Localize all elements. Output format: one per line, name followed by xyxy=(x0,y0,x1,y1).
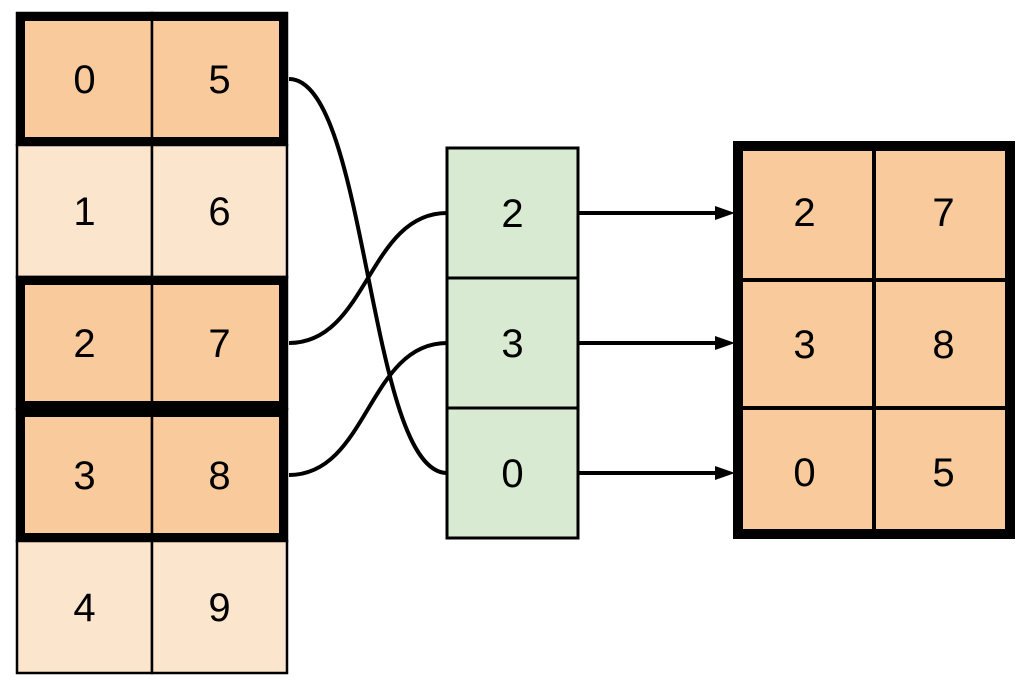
curve-row3-to-index3 xyxy=(288,341,448,477)
result-cell-r2c0 xyxy=(733,406,876,539)
result-cell-r2c1 xyxy=(872,406,1015,539)
arrow-index2-to-result-row2 xyxy=(578,466,735,480)
result-cell-r1c1 xyxy=(872,278,1015,410)
index-cell-2 xyxy=(445,406,580,540)
index-cell-value: 0 xyxy=(501,452,523,496)
source-cell-value: 4 xyxy=(73,586,95,630)
source-cell-value: 6 xyxy=(208,190,230,234)
result-cell-value: 8 xyxy=(932,323,954,367)
source-cell-r0c0 xyxy=(15,11,154,147)
source-row-0: 0 5 xyxy=(15,11,289,147)
index-cell-value: 3 xyxy=(501,322,523,366)
source-cell-value: 8 xyxy=(208,454,230,498)
arrowhead-icon xyxy=(715,336,735,350)
source-cell-value: 7 xyxy=(208,322,230,366)
index-to-result-arrows xyxy=(578,206,735,480)
source-table: 0 5 1 6 2 7 3 8 4 xyxy=(15,11,289,675)
source-row-0-highlight-border xyxy=(17,13,287,145)
source-cell-r4c1 xyxy=(150,539,289,675)
source-cell-value: 9 xyxy=(208,586,230,630)
result-cell-value: 7 xyxy=(932,191,954,235)
curve-row2-to-index2 xyxy=(288,211,448,345)
source-cell-r4c0 xyxy=(15,539,154,675)
result-cell-value: 3 xyxy=(793,323,815,367)
source-row-4: 4 9 xyxy=(15,539,289,675)
source-cell-r2c1 xyxy=(150,275,289,411)
result-cell-value: 5 xyxy=(932,451,954,495)
source-row-2: 2 7 xyxy=(15,275,289,411)
source-cell-value: 0 xyxy=(73,58,95,102)
index-table: 2 3 0 xyxy=(445,146,580,540)
index-cell-value: 2 xyxy=(501,192,523,236)
result-table: 2 7 3 8 0 5 xyxy=(733,141,1015,539)
source-cell-value: 5 xyxy=(208,58,230,102)
index-cell-0 xyxy=(445,146,580,280)
arrow-index1-to-result-row1 xyxy=(578,336,735,350)
result-table-border xyxy=(735,143,1013,537)
source-cell-value: 1 xyxy=(73,190,95,234)
source-row-3: 3 8 xyxy=(15,407,289,543)
arrowhead-icon xyxy=(715,466,735,480)
source-cell-r0c1 xyxy=(150,11,289,147)
result-cell-value: 0 xyxy=(793,451,815,495)
source-to-index-connectors xyxy=(288,77,448,477)
source-row-3-highlight-border xyxy=(17,409,287,541)
source-row-1: 1 6 xyxy=(15,143,289,279)
source-cell-r1c1 xyxy=(150,143,289,279)
source-row-2-highlight-border xyxy=(17,277,287,409)
source-cell-value: 2 xyxy=(73,322,95,366)
source-cell-r3c0 xyxy=(15,407,154,543)
arrowhead-icon xyxy=(715,206,735,220)
result-cell-value: 2 xyxy=(793,191,815,235)
source-cell-value: 3 xyxy=(73,454,95,498)
arrow-index0-to-result-row0 xyxy=(578,206,735,220)
